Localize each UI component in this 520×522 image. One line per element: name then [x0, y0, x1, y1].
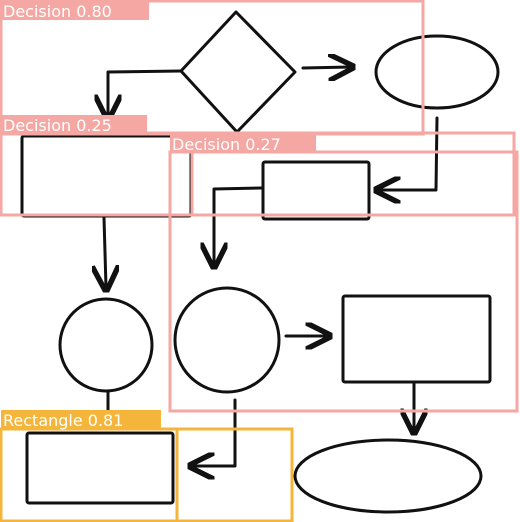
detection-label-bg-decision-2: [1, 115, 147, 134]
rectangle-node-bottom-left: [25, 431, 175, 505]
detection-box-rectangle-1: [0, 427, 294, 522]
detection-box-decision-3-outer: [0, 131, 516, 217]
detection-label-decision-3: Decision 0.27: [172, 135, 281, 154]
diamond-node: [179, 10, 297, 134]
detection-box-decision-3: [168, 150, 519, 413]
detection-label-decision-1: Decision 0.80: [3, 2, 112, 21]
detection-label-bg-decision-3: [170, 134, 316, 153]
connector-left-rectangle-to-circle: [104, 216, 106, 287]
circle-node-left: [58, 297, 154, 393]
connector-diamond-to-ellipse: [301, 67, 350, 68]
rectangle-node-right: [341, 294, 492, 384]
ellipse-node-bottom-right: [293, 438, 483, 514]
connector-center-rectangle-to-circle: [214, 186, 263, 264]
rectangle-node-center: [261, 160, 371, 221]
detection-label-bg-decision-1: [1, 1, 149, 20]
rectangle-node-left: [20, 134, 193, 218]
connector-diamond-to-left-rectangle: [108, 69, 183, 116]
detection-label-decision-2: Decision 0.25: [3, 116, 112, 135]
connector-circle-to-bottom-rectangle: [193, 398, 237, 466]
detection-box-decision-2: [0, 131, 194, 217]
detection-label-bg-rectangle-1: [1, 410, 161, 429]
detection-label-rectangle-1: Rectangle 0.81: [3, 411, 123, 430]
circle-node-center: [173, 286, 281, 394]
connector-ellipse-to-center-rectangle: [379, 116, 439, 190]
ellipse-node-top-right: [374, 34, 500, 110]
